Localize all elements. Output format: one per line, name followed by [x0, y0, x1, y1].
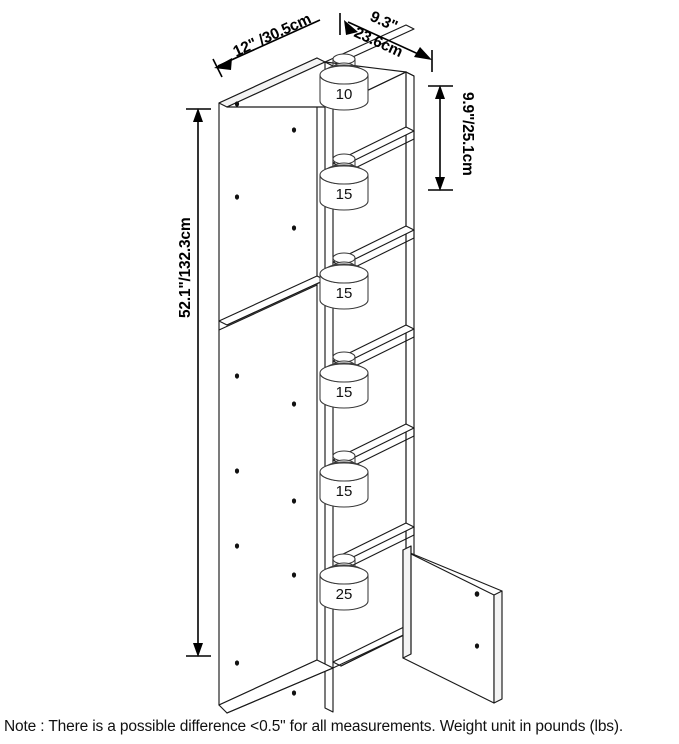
dowel-hole — [234, 101, 240, 107]
dowel-hole — [291, 572, 297, 578]
weight-value-label: 15 — [336, 285, 353, 302]
door-hinge-stile — [402, 545, 412, 659]
dowel-hole — [234, 373, 240, 379]
weight-icon-4: 15 — [319, 351, 369, 409]
depth-dim-arrow-right — [414, 47, 432, 60]
depth-dim-line — [347, 21, 428, 59]
door-hinge-hole-bottom — [474, 643, 480, 649]
seam-left-lower-line — [218, 284, 318, 331]
cube-height-arrow-top — [435, 85, 445, 99]
door-top-edge — [402, 549, 503, 592]
dowel-hole — [291, 401, 297, 407]
left-side-panel — [218, 57, 318, 706]
seam-left-line — [226, 279, 326, 326]
width-dim-label: 12" /30.5cm — [231, 11, 314, 61]
bottom-front-line — [226, 667, 334, 714]
door-outer-face — [402, 549, 495, 704]
width-dim-line — [217, 19, 321, 67]
cabinet-body — [218, 24, 415, 714]
cube-height-dim-label: 9.9"/25.1cm — [459, 92, 476, 176]
total-height-arrow-top — [193, 108, 203, 122]
weight-value-label: 25 — [336, 586, 353, 603]
dowel-hole — [291, 225, 297, 231]
cube-height-dimension-group: 9.9"/25.1cm — [428, 85, 476, 191]
weight-icon-3: 15 — [319, 252, 369, 310]
bottom-panel — [218, 625, 415, 714]
total-height-arrow-bottom — [193, 643, 203, 657]
measurement-note: Note : There is a possible difference <0… — [4, 718, 624, 735]
dowel-hole — [234, 543, 240, 549]
dowel-hole — [234, 194, 240, 200]
weight-icon-6: 25 — [319, 553, 369, 611]
cube-height-arrow-bottom — [435, 177, 445, 191]
weight-icon-5: 15 — [319, 450, 369, 508]
dowel-holes-group — [234, 101, 297, 696]
open-door-panel — [402, 545, 503, 704]
weight-value-label: 10 — [336, 86, 353, 103]
dowel-hole — [291, 690, 297, 696]
weight-value-label: 15 — [336, 483, 353, 500]
weight-value-label: 15 — [336, 186, 353, 203]
dowel-hole — [234, 468, 240, 474]
door-thickness-edge — [493, 590, 503, 704]
weight-value-label: 15 — [336, 384, 353, 401]
weight-icon-2: 15 — [319, 153, 369, 211]
door-hinge-hole-top — [474, 591, 480, 597]
bottom-panel-top — [332, 625, 415, 667]
weight-icon-1: 10 — [319, 53, 369, 111]
dowel-hole — [291, 498, 297, 504]
total-height-dimension-group: 52.1"/132.3cm — [177, 108, 211, 657]
weight-icons-group: 10 15 15 — [319, 53, 369, 611]
dowel-hole — [291, 127, 297, 133]
width-dim-ext-left — [212, 58, 223, 78]
width-dim-arrow-left — [214, 58, 232, 70]
total-height-dim-label: 52.1"/132.3cm — [177, 218, 194, 318]
top-panel-right-edge — [405, 71, 415, 77]
depth-dim-arrow-left — [344, 20, 358, 35]
depth-dimension-group: 23.6cm 9.3" — [339, 8, 433, 72]
bottom-panel-back-edge — [340, 629, 415, 667]
dowel-hole — [234, 660, 240, 666]
